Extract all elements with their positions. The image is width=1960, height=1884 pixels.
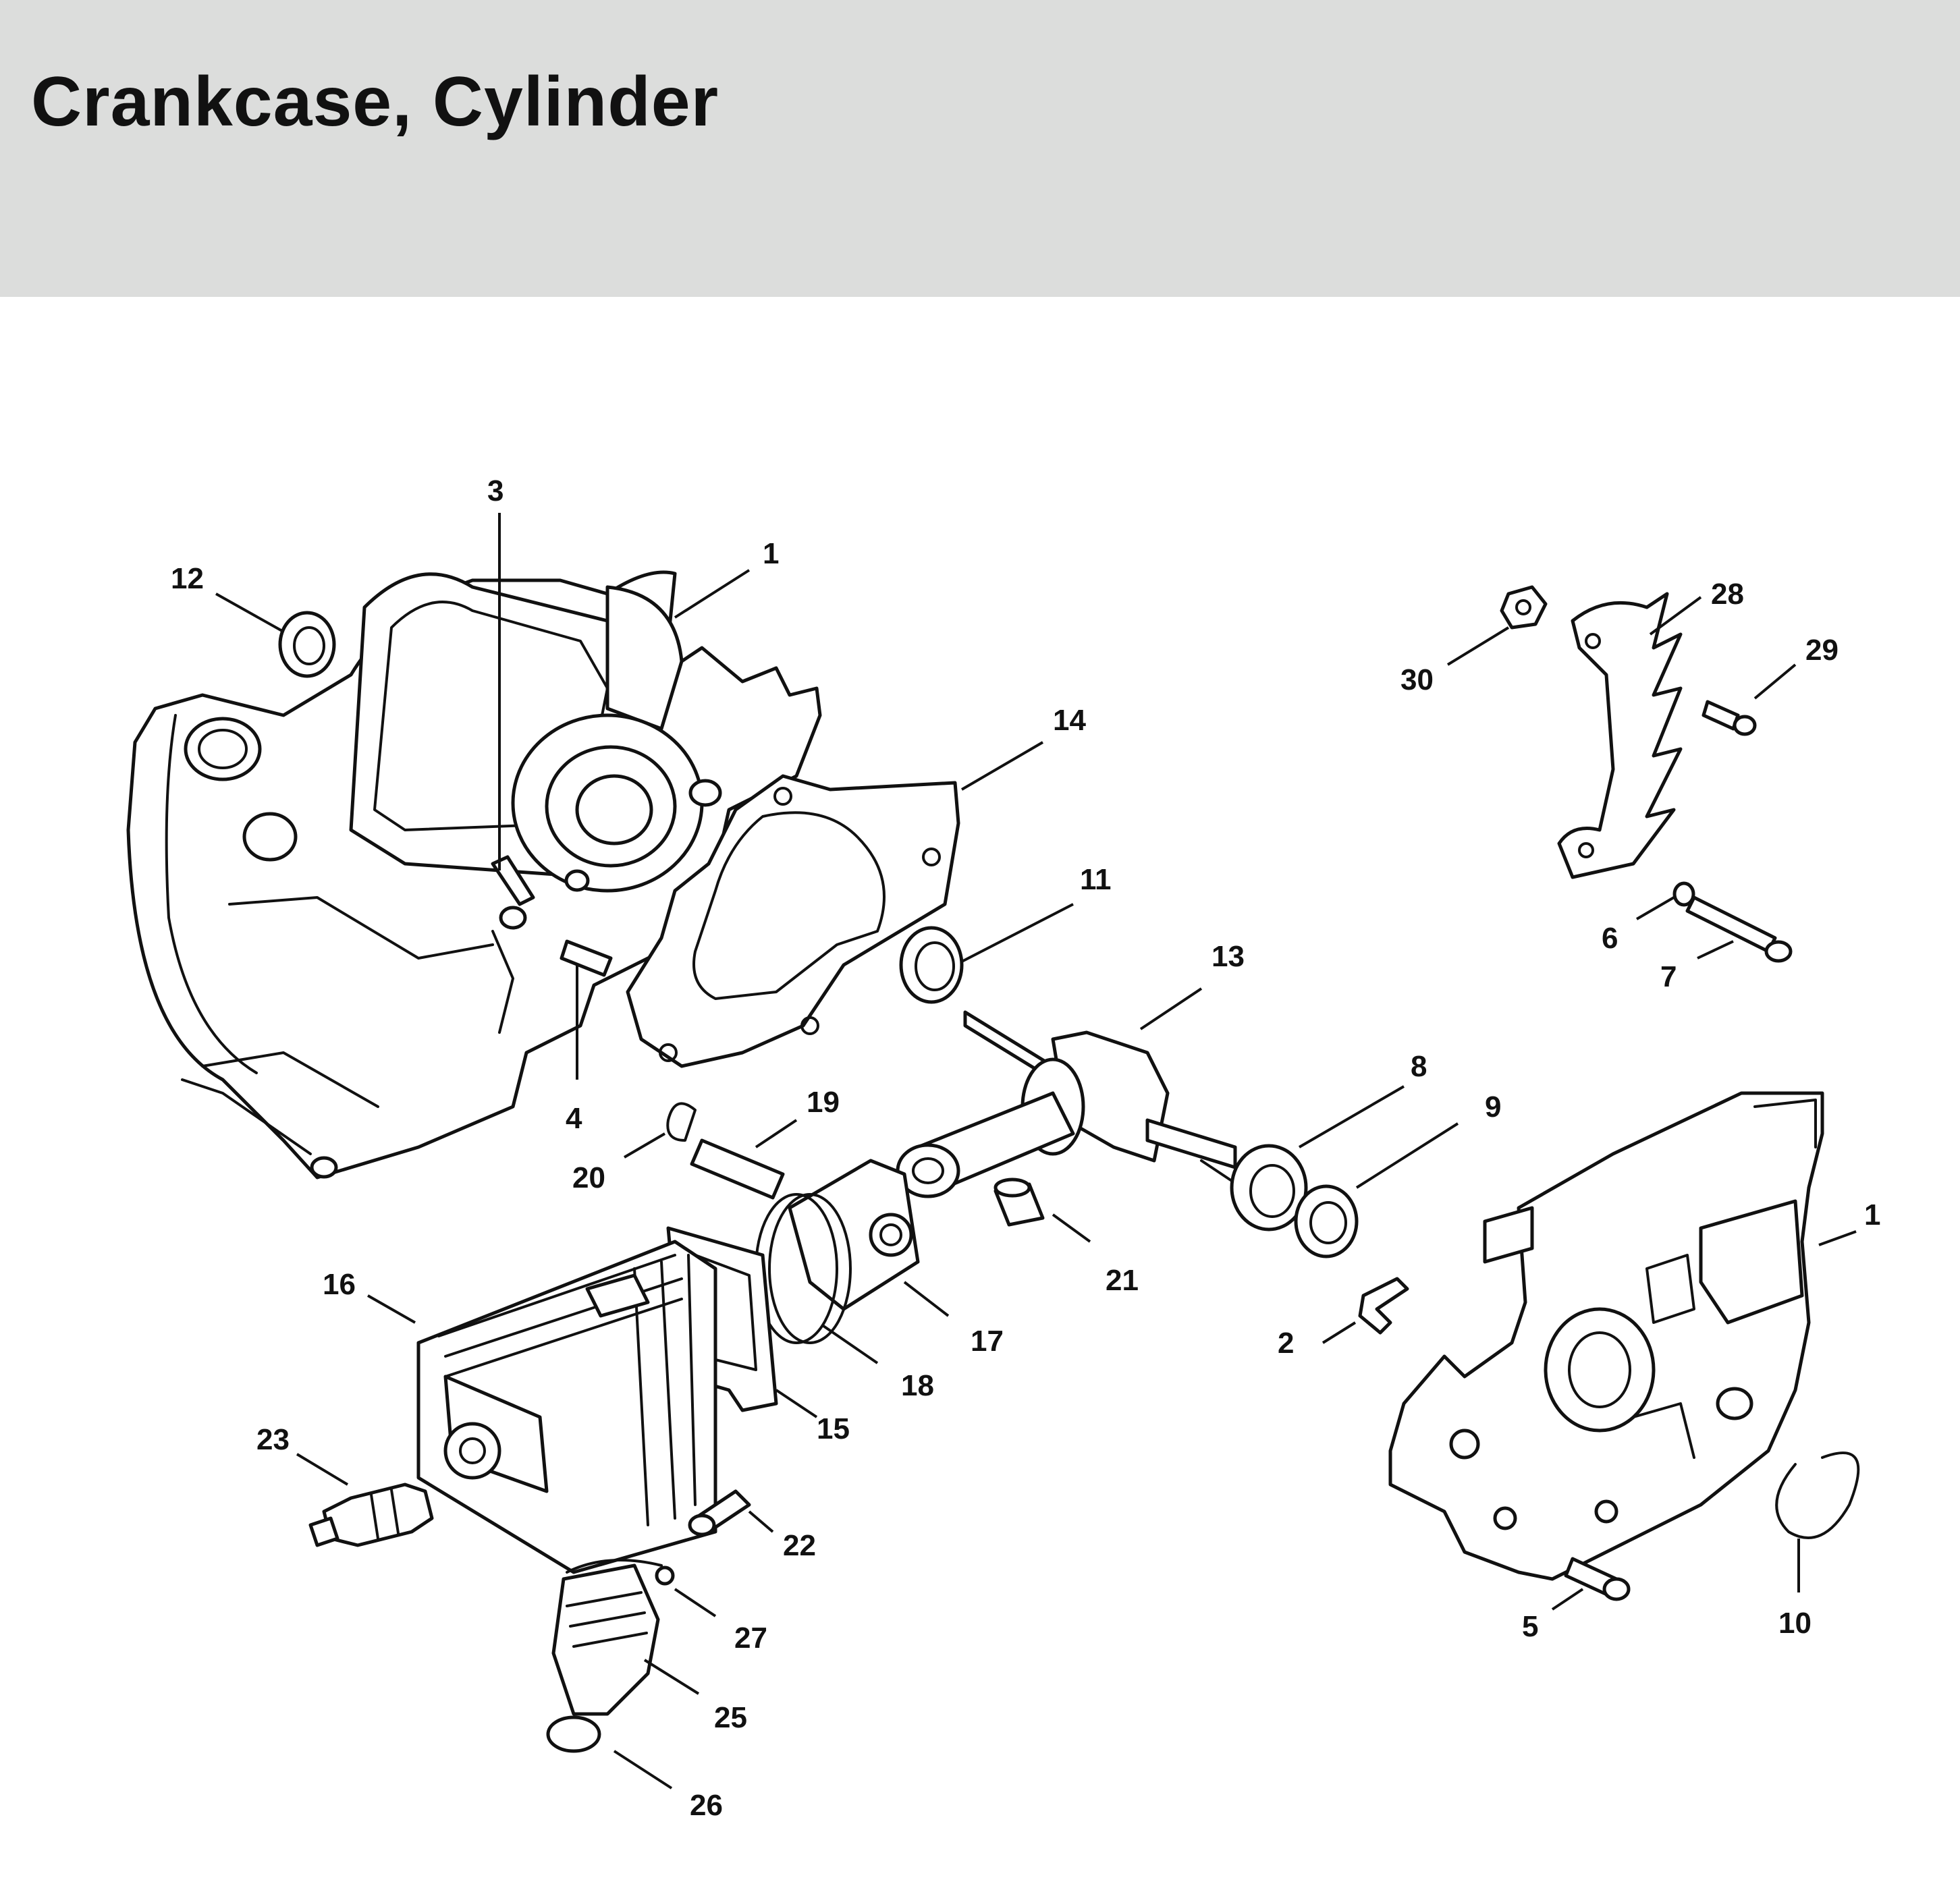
- callout-6: 6: [1602, 922, 1618, 955]
- callout-labels: 1 1 2 3 4 5 6 7 8 9 10 11 12 13 14 15 16…: [171, 474, 1880, 1822]
- callout-19: 19: [807, 1086, 840, 1119]
- callout-14: 14: [1053, 704, 1086, 737]
- callout-29: 29: [1805, 634, 1839, 667]
- callout-1: 1: [763, 537, 779, 570]
- callout-18: 18: [901, 1369, 934, 1402]
- connecting-rod-part: [896, 1091, 1075, 1198]
- piston-pin-part: [690, 1138, 785, 1200]
- callout-17: 17: [971, 1325, 1004, 1358]
- crankcase-right-part: [1388, 1091, 1824, 1581]
- callout-8: 8: [1411, 1050, 1427, 1083]
- circlip-part: [1775, 1451, 1860, 1539]
- needle-cage-part: [993, 1178, 1045, 1227]
- cylinder-part: [416, 1240, 717, 1574]
- callout-21: 21: [1106, 1264, 1139, 1297]
- callout-16: 16: [323, 1268, 356, 1301]
- washer-part: [1672, 881, 1695, 907]
- callout-30: 30: [1400, 663, 1434, 696]
- callout-7: 7: [1660, 960, 1677, 993]
- callout-11: 11: [1080, 863, 1112, 896]
- callout-20: 20: [572, 1161, 605, 1194]
- callout-13: 13: [1212, 940, 1245, 973]
- screw-part: [688, 1489, 751, 1536]
- callout-4: 4: [566, 1102, 582, 1135]
- screw-spike-part: [1702, 700, 1757, 736]
- callout-27: 27: [734, 1622, 767, 1655]
- callout-22: 22: [783, 1529, 816, 1562]
- piston-part: [788, 1159, 920, 1311]
- callout-26: 26: [690, 1789, 723, 1822]
- cap-part: [546, 1715, 601, 1753]
- bumper-spike-part: [1557, 592, 1683, 879]
- callout-3: 3: [487, 474, 503, 507]
- callout-2: 2: [1278, 1327, 1294, 1360]
- gasket-part: [626, 774, 960, 1068]
- crankcase-left-part: [126, 570, 822, 1180]
- elbow-fitting-part: [1358, 1277, 1409, 1335]
- bolt-part: [1685, 895, 1793, 963]
- callout-15: 15: [817, 1412, 850, 1445]
- callout-12: 12: [171, 562, 204, 595]
- hose-clamp-part: [566, 1559, 675, 1586]
- callout-23: 23: [256, 1423, 290, 1456]
- callout-10: 10: [1778, 1607, 1812, 1640]
- callout-28: 28: [1711, 578, 1744, 611]
- oil-seal-part: [278, 611, 336, 678]
- snap-ring-part: [666, 1102, 697, 1142]
- leader-lines: [215, 513, 1857, 1790]
- callout-1-right: 1: [1864, 1198, 1880, 1231]
- callout-25: 25: [714, 1701, 747, 1734]
- callout-5: 5: [1522, 1610, 1538, 1643]
- oil-seal-right-part: [1294, 1184, 1359, 1258]
- callout-9: 9: [1485, 1090, 1501, 1124]
- spring-pin-part: [491, 855, 535, 906]
- ball-bearing-right-part: [1230, 1144, 1308, 1231]
- dowel-pin-part: [560, 939, 613, 977]
- intake-manifold-part: [551, 1563, 660, 1716]
- page-title: Crankcase, Cylinder: [31, 63, 719, 141]
- screw-right-part: [1564, 1557, 1631, 1601]
- ball-bearing-part: [899, 926, 964, 1004]
- header-bar: Crankcase, Cylinder: [0, 0, 1960, 297]
- nut-part: [1500, 585, 1548, 630]
- spark-plug-part: [308, 1483, 434, 1547]
